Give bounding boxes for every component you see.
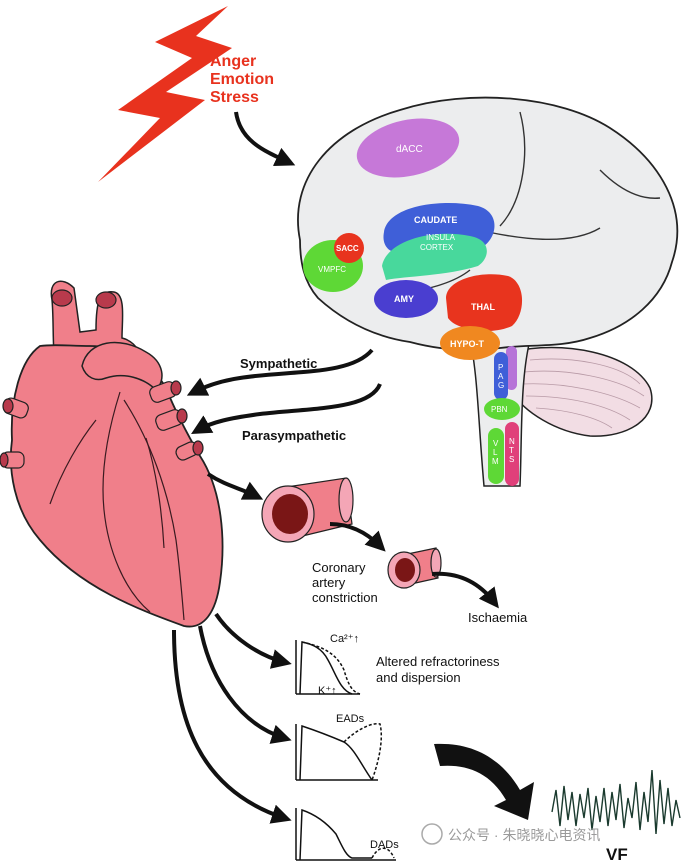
region-pag-purple (506, 346, 517, 390)
arrow-to-dads (172, 629, 292, 824)
region-amy (374, 280, 438, 318)
nts-n: N (509, 437, 515, 446)
trigger-stress: Stress (210, 89, 259, 106)
vlm-l: L (493, 448, 498, 457)
pag-a: A (498, 372, 504, 381)
heart-vessel-stubs (0, 380, 204, 469)
region-pbn (484, 398, 520, 420)
heart-vessels-lines (49, 391, 185, 621)
trigger-emotion: Emotion (210, 71, 274, 88)
vessel-top-2 (95, 291, 117, 309)
pag-p: P (498, 363, 503, 372)
label-pag: P A G (498, 363, 505, 390)
arrow-artery-to-small (329, 522, 386, 552)
label-refractory-1: Altered refractoriness (376, 654, 500, 669)
arrow-sympathetic (186, 348, 374, 396)
label-k: K⁺↑ (318, 685, 337, 697)
label-thal: THAL (471, 302, 495, 312)
label-hypot: HYPO-T (450, 339, 485, 349)
nts-t: T (509, 446, 514, 455)
label-parasympathetic: Parasympathetic (242, 428, 346, 443)
region-hypot (440, 326, 500, 360)
trigger-anger: Anger (210, 53, 256, 70)
label-eads: EADs (336, 713, 365, 725)
arrow-to-vf (434, 743, 534, 820)
vlm-v: V (493, 439, 499, 448)
arrow-to-ischaemia (431, 571, 499, 609)
artery-large (261, 477, 354, 543)
vlm-m: M (492, 457, 499, 466)
arrow-heart-to-artery (206, 472, 264, 500)
label-sacc: SACC (336, 244, 359, 253)
label-vmpfc: VMPFC (318, 265, 346, 274)
arrow-stress-to-brain (234, 111, 296, 167)
ap-panel-refractory (295, 640, 361, 695)
ap-panel-dads (295, 808, 396, 861)
region-nts (505, 422, 519, 486)
arrow-parasympathetic (191, 383, 382, 434)
ap-panel-eads (295, 722, 383, 781)
label-ca: Ca²⁺↑ (330, 633, 359, 645)
label-sympathetic: Sympathetic (240, 356, 317, 371)
label-vlm: V L M (492, 439, 501, 466)
label-dads: DADs (370, 839, 399, 851)
label-dacc: dACC (396, 144, 423, 155)
label-nts: N T S (509, 437, 517, 464)
heart-body (9, 344, 224, 628)
label-artery: artery (312, 575, 346, 590)
arrow-to-refractory (214, 612, 292, 669)
label-constriction: constriction (312, 590, 378, 605)
heart (0, 280, 224, 628)
region-insula (382, 233, 487, 280)
wechat-icon (421, 823, 443, 845)
label-insula: INSULA (426, 233, 456, 242)
label-coronary: Coronary (312, 560, 366, 575)
label-cortex: CORTEX (420, 243, 454, 252)
region-pag (494, 352, 508, 400)
brain: dACC CAUDATE INSULA CORTEX VMPFC SACC AM… (297, 96, 679, 487)
vessel-top-1 (51, 289, 73, 307)
nts-s: S (509, 455, 514, 464)
lightning-bolt-icon (98, 6, 232, 182)
label-ischaemia: Ischaemia (468, 610, 528, 625)
label-pbn: PBN (491, 405, 508, 414)
label-vf: VF (606, 845, 628, 864)
region-vlm (488, 428, 504, 484)
artery-small (387, 547, 442, 589)
vf-trace (551, 769, 681, 835)
arrow-to-eads (198, 625, 292, 744)
region-dacc (356, 118, 460, 178)
region-sacc (334, 233, 364, 263)
label-refractory-2: and dispersion (376, 670, 461, 685)
watermark: 公众号 · 朱晓晓心电资讯 (448, 827, 600, 843)
label-amy: AMY (394, 294, 414, 304)
pag-g: G (498, 381, 504, 390)
label-caudate: CAUDATE (414, 215, 457, 225)
cerebellum-folds (521, 358, 645, 429)
region-thal (446, 274, 523, 332)
